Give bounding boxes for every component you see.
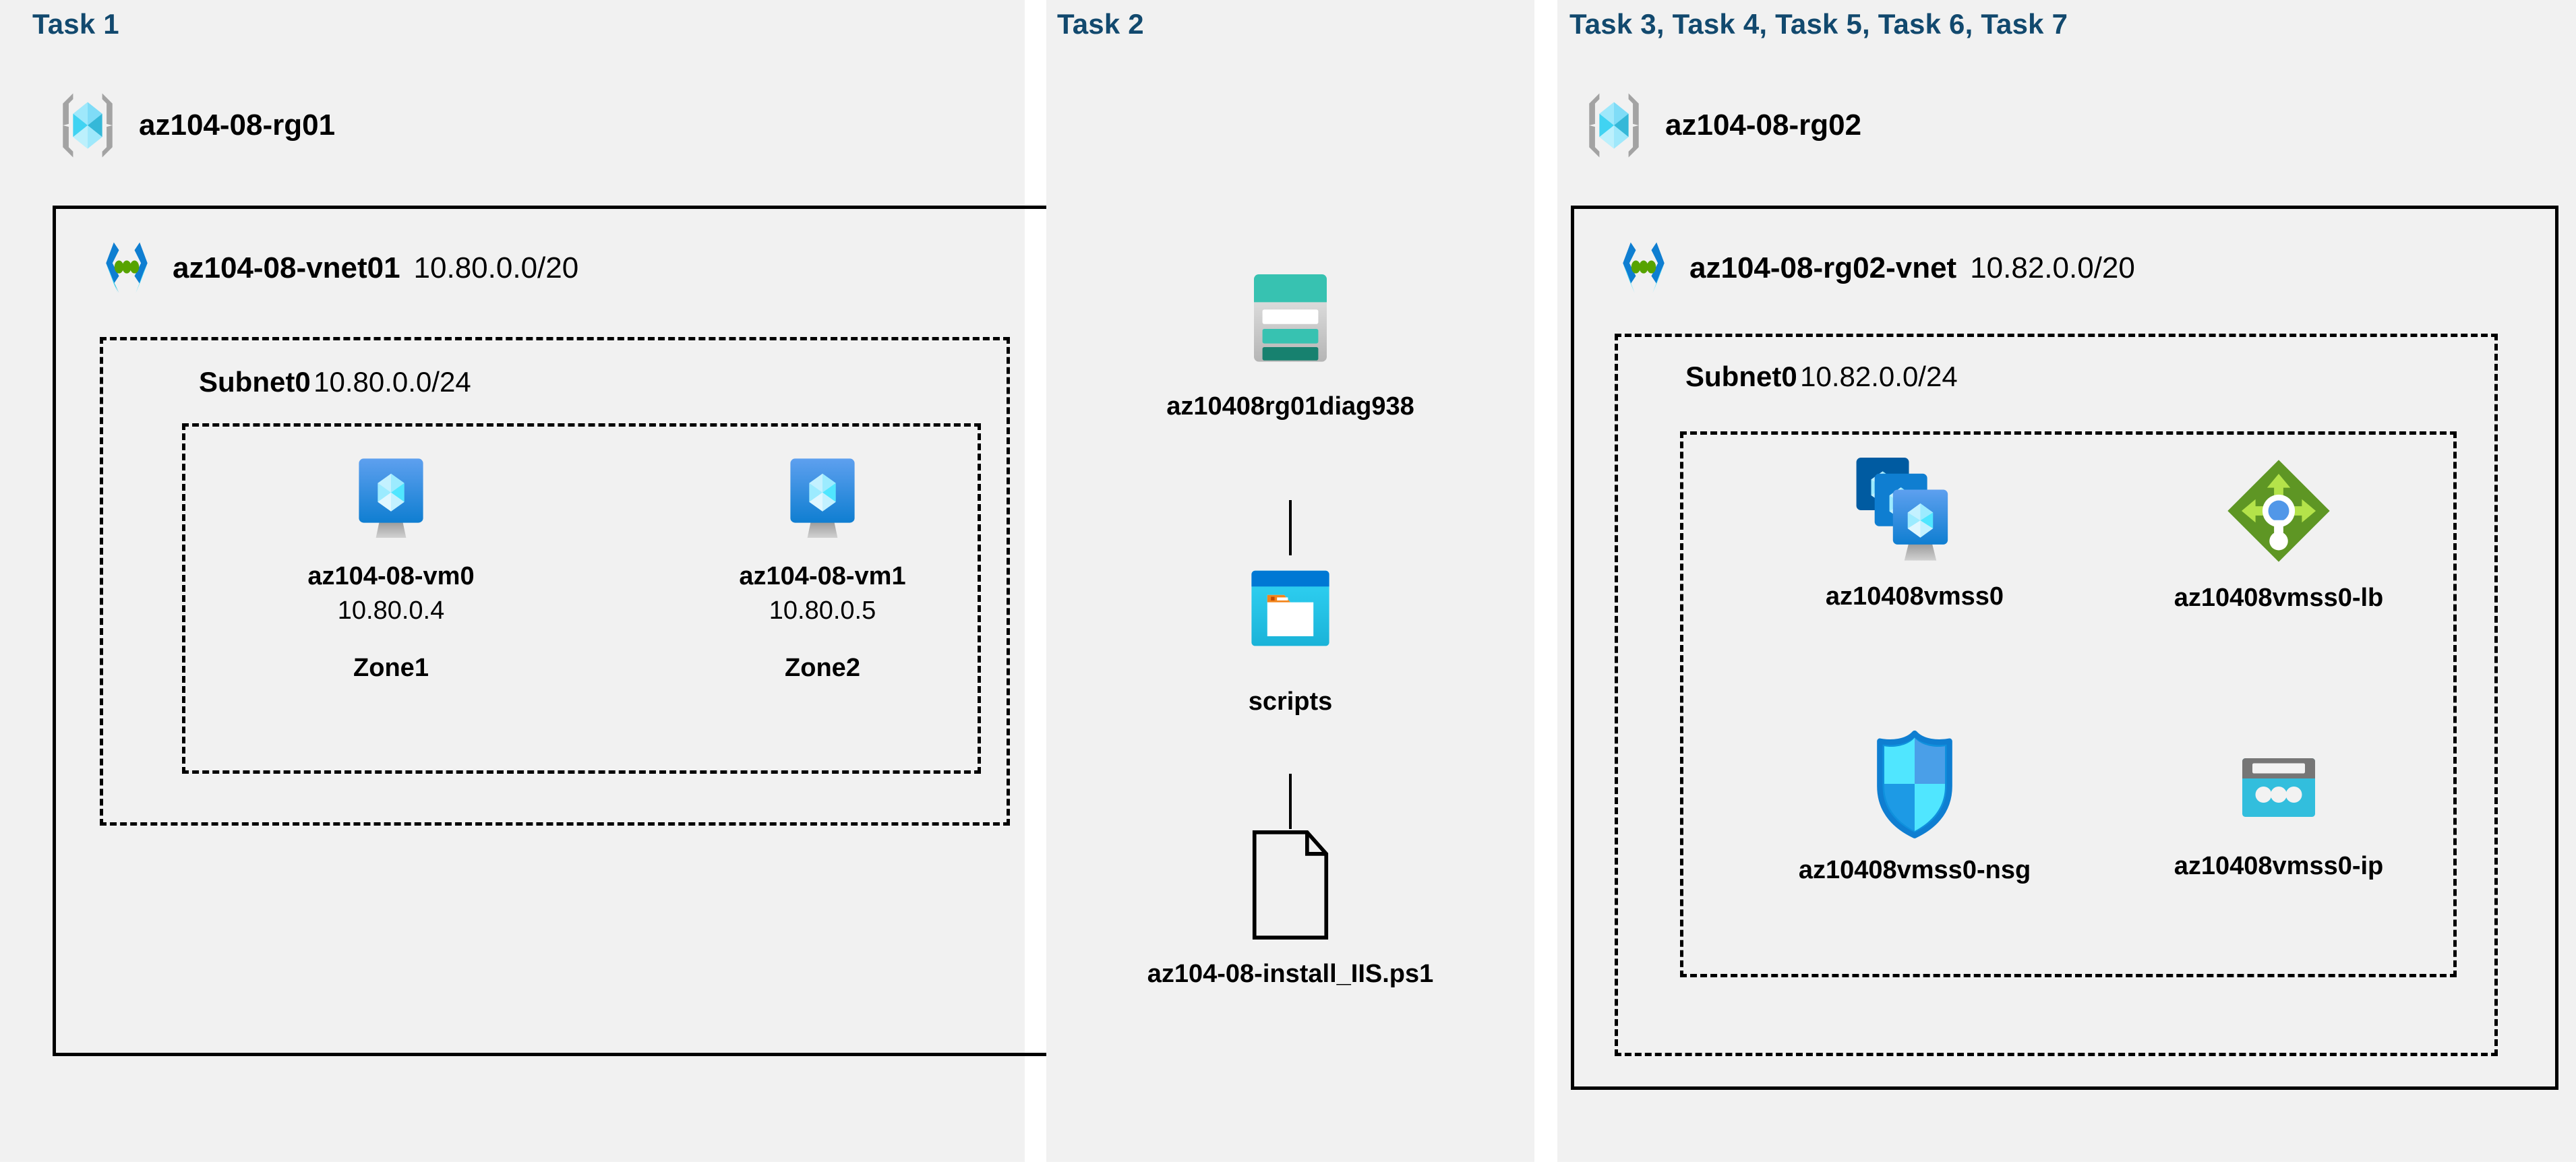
nsg-node[interactable]: az10408vmss0-nsg (1739, 727, 2090, 885)
storage-account-node[interactable]: az10408rg01diag938 (1166, 256, 1414, 421)
vm-scale-set-icon (1847, 453, 1982, 567)
rg02-name: az104-08-rg02 (1665, 109, 1862, 142)
blob-container-name: scripts (1248, 687, 1333, 716)
subnet0-box-col3 (1615, 334, 2498, 1056)
vnet01-cidr: 10.80.0.0/20 (413, 251, 579, 284)
load-balancer-name: az10408vmss0-lb (2174, 584, 2384, 612)
virtual-machine-icon (344, 453, 438, 547)
script-file-icon (1242, 825, 1338, 945)
task3-7-panel (1557, 0, 2576, 1162)
vm1-name: az104-08-vm1 (739, 562, 906, 590)
storage-account-icon (1230, 256, 1351, 377)
vm1-node[interactable]: az104-08-vm1 10.80.0.5 Zone2 (701, 453, 944, 683)
nsg-name: az10408vmss0-nsg (1798, 856, 2031, 884)
vm1-ip: 10.80.0.5 (769, 596, 876, 625)
virtual-network-icon (94, 236, 159, 301)
subnet0-cidr-col1: 10.80.0.0/24 (313, 366, 471, 398)
vm-group-box (182, 423, 981, 774)
resource-group-icon (51, 89, 124, 162)
vmss-name: az10408vmss0 (1825, 582, 2004, 611)
task2-label: Task 2 (1057, 8, 1144, 40)
vmss-group-box (1680, 431, 2457, 977)
subnet0-name-col3: Subnet0 (1685, 361, 1797, 392)
blob-container-icon (1230, 551, 1351, 673)
vm0-zone: Zone1 (353, 654, 429, 682)
public-ip-node[interactable]: az10408vmss0-ip (2103, 736, 2454, 881)
subnet0-cidr-col3: 10.82.0.0/24 (1800, 361, 1958, 392)
rg02-header: az104-08-rg02 (1578, 89, 1861, 162)
script-file-node[interactable]: az104-08-install_IIS.ps1 (1147, 825, 1433, 989)
rg01-name: az104-08-rg01 (139, 109, 336, 142)
network-security-group-icon (1864, 727, 1965, 841)
vnet01-header: az104-08-vnet01 10.80.0.0/20 (94, 236, 578, 301)
rg01-header: az104-08-rg01 (51, 89, 335, 162)
connector-storage-to-scripts (1289, 500, 1292, 555)
script-file-name: az104-08-install_IIS.ps1 (1147, 960, 1434, 988)
vm0-node[interactable]: az104-08-vm0 10.80.0.4 Zone1 (270, 453, 512, 683)
task1-panel (0, 0, 1025, 1162)
task3-7-label: Task 3, Task 4, Task 5, Task 6, Task 7 (1569, 8, 2068, 40)
connector-scripts-to-file (1289, 774, 1292, 829)
vnet01-name: az104-08-vnet01 (173, 251, 400, 284)
subnet0-header-col1: Subnet0 10.80.0.0/24 (199, 366, 471, 398)
vm0-ip: 10.80.0.4 (337, 596, 445, 625)
subnet0-box-col1 (100, 337, 1010, 826)
virtual-network-icon (1611, 236, 1676, 301)
public-ip-address-icon (2228, 736, 2329, 837)
subnet0-header-col3: Subnet0 10.82.0.0/24 (1685, 361, 1958, 393)
load-balancer-icon (2221, 453, 2337, 569)
virtual-machine-icon (775, 453, 870, 547)
vm0-name: az104-08-vm0 (307, 562, 475, 590)
rg02-vnet-name: az104-08-rg02-vnet (1689, 251, 1957, 284)
storage-account-name: az10408rg01diag938 (1166, 392, 1414, 421)
public-ip-name: az10408vmss0-ip (2174, 852, 2384, 880)
task1-label: Task 1 (32, 8, 119, 40)
blob-container-node[interactable]: scripts (1169, 551, 1412, 716)
rg02-vnet-cidr: 10.82.0.0/20 (1970, 251, 2135, 284)
rg02-vnet-header: az104-08-rg02-vnet 10.82.0.0/20 (1611, 236, 2135, 301)
resource-group-icon (1578, 89, 1650, 162)
vm1-zone: Zone2 (785, 654, 860, 682)
load-balancer-node[interactable]: az10408vmss0-lb (2103, 453, 2454, 613)
subnet0-name-col1: Subnet0 (199, 366, 311, 398)
vmss-node[interactable]: az10408vmss0 (1739, 453, 2090, 611)
rg02-vnet-box (1571, 206, 2558, 1090)
